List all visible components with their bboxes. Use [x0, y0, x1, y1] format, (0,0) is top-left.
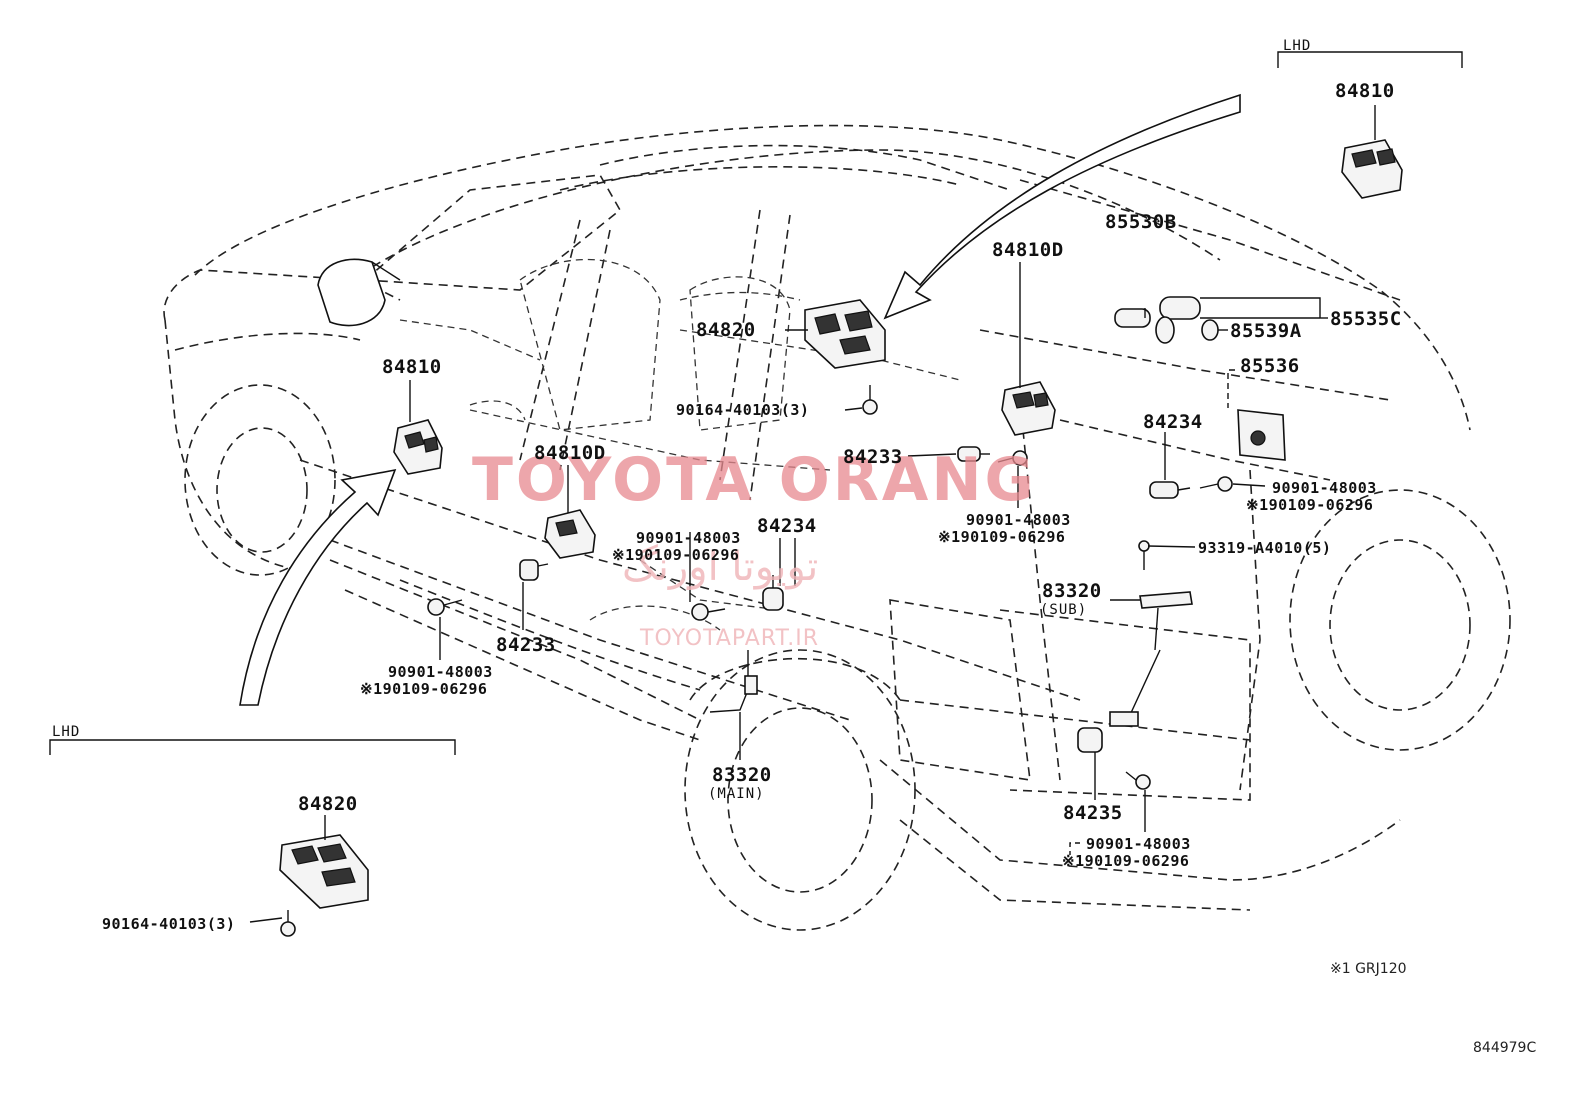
- switch-84820-center: [804, 299, 886, 369]
- sender-83320-main: [709, 650, 758, 713]
- bolt-near-84233-center: [997, 450, 1028, 466]
- bolt-c-line1: 90901-48003: [966, 511, 1071, 529]
- callout-arrows: [239, 93, 1241, 706]
- label-84234-right: 84234: [1143, 411, 1203, 433]
- sensor-84235: [1077, 727, 1103, 753]
- arrow-top-right: [883, 93, 1241, 320]
- lhd-top-switch-84810: [1341, 139, 1403, 199]
- bolt-c-line2: ※190109-06296: [938, 528, 1065, 546]
- label-90164: 90164-40103(3): [676, 401, 809, 419]
- lhd-bottom-screw: [280, 910, 296, 937]
- footnote: ※1 GRJ120: [1330, 961, 1407, 977]
- lhd-bottom-screw-label: 90164-40103(3): [102, 915, 235, 933]
- label-main: (MAIN): [708, 786, 765, 802]
- component-glyphs: [279, 139, 1403, 937]
- bolt-e-line1: 90901-48003: [1086, 835, 1191, 853]
- lhd-bottom-switch-84820: [279, 834, 369, 909]
- bolt-near-84235: [1125, 771, 1151, 790]
- label-84234-center: 84234: [757, 515, 817, 537]
- switch-84810-left: [393, 419, 443, 475]
- sensor-84233-left: [519, 559, 549, 581]
- lhd-bottom-title: LHD: [52, 724, 80, 740]
- label-93319: 93319-A4010(5): [1198, 539, 1331, 557]
- lhd-top-part-84810: 84810: [1335, 80, 1395, 102]
- screw-93319: [1138, 540, 1150, 570]
- lhd-bottom-part-84820: 84820: [298, 793, 358, 815]
- bolt-a-line2: ※190109-06296: [360, 680, 487, 698]
- arrow-bottom-left: [239, 468, 397, 706]
- label-85530B: 85530B: [1105, 211, 1177, 233]
- lhd-top-title: LHD: [1283, 38, 1311, 54]
- bolt-b-line1: 90901-48003: [636, 529, 741, 547]
- label-sub: (SUB): [1040, 602, 1087, 618]
- switch-84810D-center: [544, 509, 596, 559]
- label-83320-main: 83320: [712, 764, 772, 786]
- watermark-brand: TOYOTA ORANG: [472, 445, 1037, 515]
- cap-85539A: [1201, 319, 1219, 341]
- label-84820: 84820: [696, 319, 756, 341]
- label-85535C: 85535C: [1330, 308, 1402, 330]
- panel-85536: [1237, 409, 1286, 461]
- switch-84810D-right: [1001, 381, 1056, 436]
- bolt-a-line1: 90901-48003: [388, 663, 493, 681]
- bolt-e-line2: ※190109-06296: [1062, 852, 1189, 870]
- leader-lines: [249, 105, 1376, 923]
- label-85536: 85536: [1240, 355, 1300, 377]
- watermark-brand-fa: تویوتا اورنگ: [622, 544, 818, 590]
- bolt-d-line1: 90901-48003: [1272, 479, 1377, 497]
- label-83320-sub: 83320: [1042, 580, 1102, 602]
- screw-90164-center: [862, 385, 878, 415]
- socket-85530B: [1114, 308, 1151, 328]
- bolt-left: [427, 598, 463, 616]
- sensor-84234-center: [762, 575, 784, 611]
- label-84810-left: 84810: [382, 356, 442, 378]
- label-84233-left: 84233: [496, 634, 556, 656]
- sender-83320-sub: [1109, 591, 1193, 727]
- part-labels: LHD 84810 LHD 84820 90164-40103(3) 84810…: [52, 38, 1536, 1056]
- label-85539A: 85539A: [1230, 320, 1302, 342]
- vehicle-outline: [163, 124, 1511, 931]
- label-84810D-right: 84810D: [992, 239, 1064, 261]
- label-84810D-center: 84810D: [534, 442, 606, 464]
- sensor-84233-center: [957, 446, 990, 462]
- diagram-code: 844979C: [1473, 1040, 1536, 1056]
- lhd-brackets: [49, 51, 1463, 755]
- bolt-right-84234: [1199, 476, 1233, 492]
- bolt-center-lower: [691, 603, 726, 621]
- label-84233-center: 84233: [843, 446, 903, 468]
- bolt-b-line2: ※190109-06296: [612, 546, 739, 564]
- label-84235: 84235: [1063, 802, 1123, 824]
- sensor-84234-right: [1149, 481, 1191, 499]
- socket-85535C: [1155, 296, 1201, 344]
- bolt-d-line2: ※190109-06296: [1246, 496, 1373, 514]
- watermark: TOYOTA ORANG تویوتا اورنگ TOYOTAPART.IR: [472, 445, 1037, 651]
- watermark-url: TOYOTAPART.IR: [639, 626, 819, 651]
